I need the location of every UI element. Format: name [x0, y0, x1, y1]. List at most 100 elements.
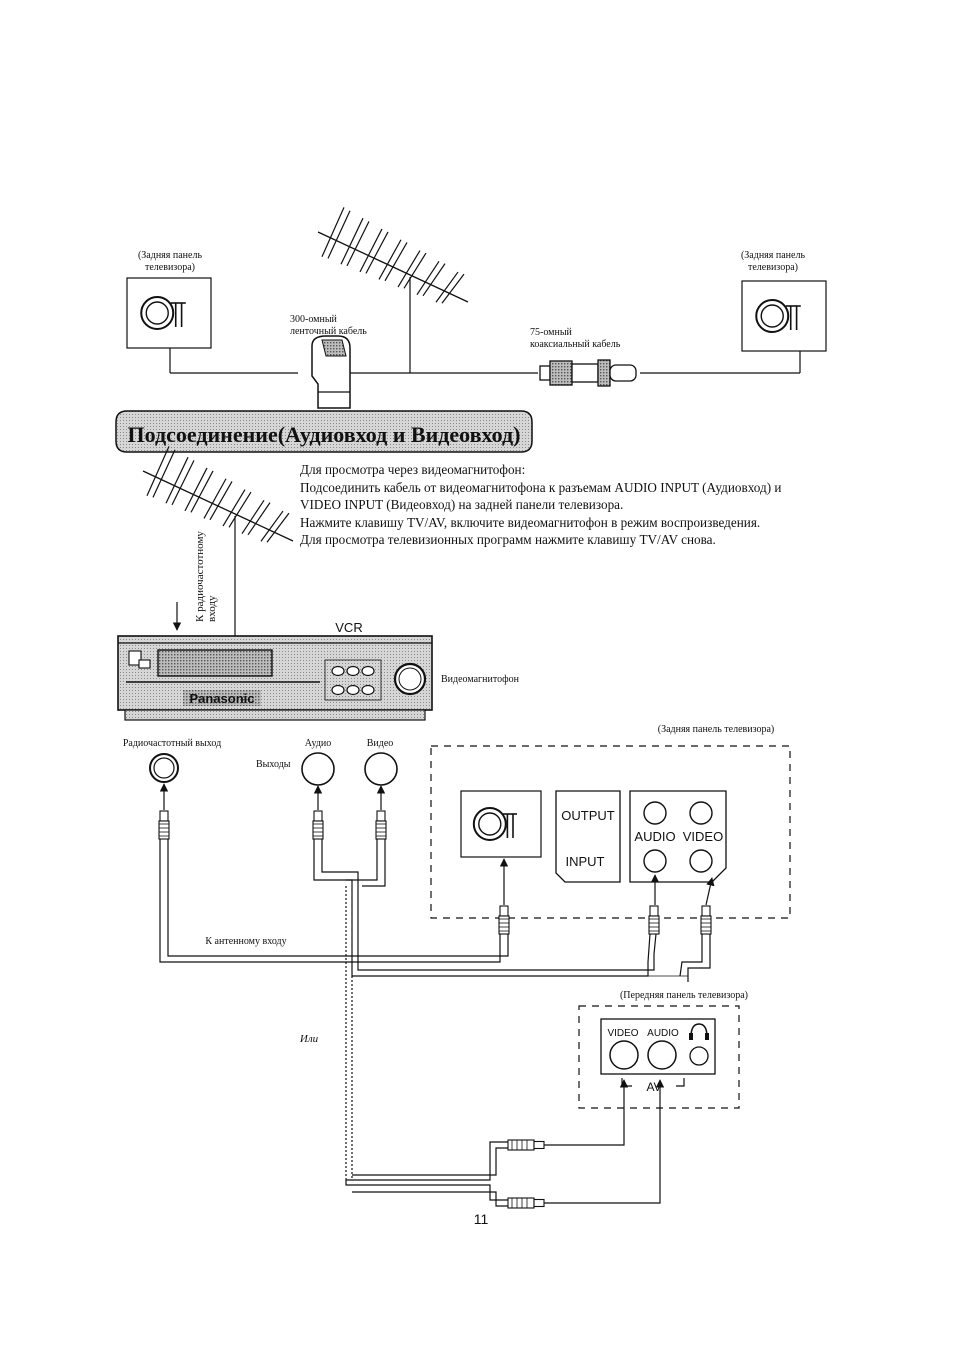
video-cable: [687, 934, 711, 982]
plug-tip: [499, 905, 509, 917]
tv-video-plug: [700, 905, 712, 935]
antenna-element: [435, 271, 459, 303]
antenna-jack-inner: [145, 301, 169, 325]
antenna-element: [146, 446, 170, 496]
page-number: 11: [474, 1211, 489, 1227]
rf-cable: [159, 839, 501, 963]
front-cable: [544, 1079, 629, 1146]
tv-rear-label: (Задняя панель телевизора): [658, 724, 775, 735]
antenna-jack-outer: [755, 299, 790, 333]
tv-front-label: (Передняя панель телевизора): [620, 990, 748, 1001]
plug-tip: [159, 810, 169, 822]
ribbon-cable-label: 300-омный: [290, 314, 338, 325]
antenna-element: [416, 260, 440, 295]
vcr-video-output-jack: [364, 752, 398, 786]
right-panel-label: телевизора): [748, 262, 798, 273]
alt-cable: [352, 1147, 508, 1176]
vcr-caption: Видеомагнитофон: [441, 674, 520, 685]
tv-rear-video-label: VIDEO: [683, 829, 723, 844]
coax-plug-nut: [549, 360, 573, 386]
antenna-element: [184, 467, 208, 512]
tv-input-arrow: [705, 877, 715, 906]
antenna-vcr: [142, 446, 294, 640]
plug-tip: [701, 905, 711, 917]
coax-plug-collar: [597, 359, 611, 387]
antenna-jack-outer: [472, 807, 507, 841]
tv-video-in-jack: [689, 849, 713, 873]
right-panel-label: (Задняя панель: [741, 250, 805, 261]
ribbon-adapter-top: [321, 339, 347, 357]
antenna-element: [346, 221, 370, 267]
vcr-control-button: [331, 665, 345, 677]
antenna-element: [403, 252, 427, 289]
tv-rear-input-label: INPUT: [566, 854, 605, 869]
vcr-control-button: [331, 684, 345, 696]
tv-video-out-jack: [689, 801, 713, 825]
plug-body: [158, 820, 170, 840]
left-panel-label: телевизора): [145, 262, 195, 273]
tv-rear-antenna-box: [460, 790, 542, 858]
rf-input-label: входу: [206, 595, 218, 622]
antenna-element: [384, 242, 408, 282]
av-bracket: [621, 1078, 632, 1087]
vcr-control-button: [346, 684, 360, 696]
instruction-line: Подсоединить кабель от видеомагнитофона …: [300, 479, 782, 495]
headphone-icon-cup: [705, 1033, 709, 1040]
antenna-element: [222, 489, 246, 527]
vcr-eject-button: [138, 659, 151, 669]
antenna-element: [203, 478, 227, 519]
tv-rear-audio-label: AUDIO: [634, 829, 675, 844]
antenna-element: [397, 250, 421, 288]
antenna-element: [422, 263, 446, 297]
tv-audio-out-jack: [643, 801, 667, 825]
headphone-icon-cup: [689, 1033, 693, 1040]
vcr-control-button: [346, 665, 360, 677]
rf-cable: [167, 839, 509, 957]
vcr-audio-output-jack: [301, 752, 335, 786]
rf-cable-plug: [158, 810, 170, 840]
tv-audio-in-jack: [643, 849, 667, 873]
antenna-element: [247, 502, 271, 536]
vcr-rf-output-jack-inner: [153, 757, 175, 779]
audio-cable-plug: [312, 810, 324, 840]
antenna-element: [152, 449, 176, 498]
alt-cable: [345, 1180, 508, 1201]
vcr-control-button: [361, 665, 375, 677]
vcr-rf-output-jack: [149, 753, 179, 783]
antenna-element: [441, 273, 465, 304]
antenna-element: [340, 217, 364, 265]
tv-front-panel-outline: [578, 1005, 740, 1109]
tv-antenna-plug: [498, 905, 510, 935]
video-cable: [362, 839, 386, 887]
front-video-jack: [609, 1040, 639, 1070]
vcr-title: VCR: [335, 620, 362, 635]
tv-rear-box-left: [126, 277, 212, 349]
coax-cable-label: 75-омный: [530, 327, 573, 338]
tv-front-video-label: VIDEO: [607, 1028, 638, 1039]
coax-cable-label: коаксиальный кабель: [530, 339, 621, 350]
vcr-power-button: [128, 650, 142, 666]
coax-plug-body: [571, 363, 599, 383]
vcr-outputs-label: Выходы: [256, 759, 291, 770]
audio-cable: [321, 839, 657, 971]
instruction-line: Для просмотра через видеомагнитофон:: [300, 462, 526, 477]
instructions: Для просмотра через видеомагнитофон: Под…: [300, 461, 860, 549]
tv-rear-panel-outline: [430, 745, 791, 919]
section-title: Подсоединение(Аудиовход и Видеовход): [128, 422, 521, 447]
coax-plug-boot: [609, 364, 637, 382]
tv-rear-box-right: [741, 280, 827, 352]
vcr-base: [124, 709, 426, 721]
plug-body: [700, 915, 712, 935]
alt-cable: [346, 1141, 508, 1181]
instruction-line: Для просмотра телевизионных программ наж…: [300, 532, 716, 548]
antenna-jack-outer: [140, 296, 175, 330]
antenna-element: [171, 460, 195, 506]
or-label: Или: [299, 1033, 319, 1045]
antenna-element: [266, 512, 290, 543]
vcr-brand-plate: [183, 690, 261, 706]
antenna-element: [359, 228, 383, 273]
left-panel-label: (Задняя панель: [138, 250, 202, 261]
instruction-line: VIDEO INPUT (Видеовход) на задней панели…: [300, 497, 624, 513]
vcr-video-label: Видео: [367, 738, 394, 749]
